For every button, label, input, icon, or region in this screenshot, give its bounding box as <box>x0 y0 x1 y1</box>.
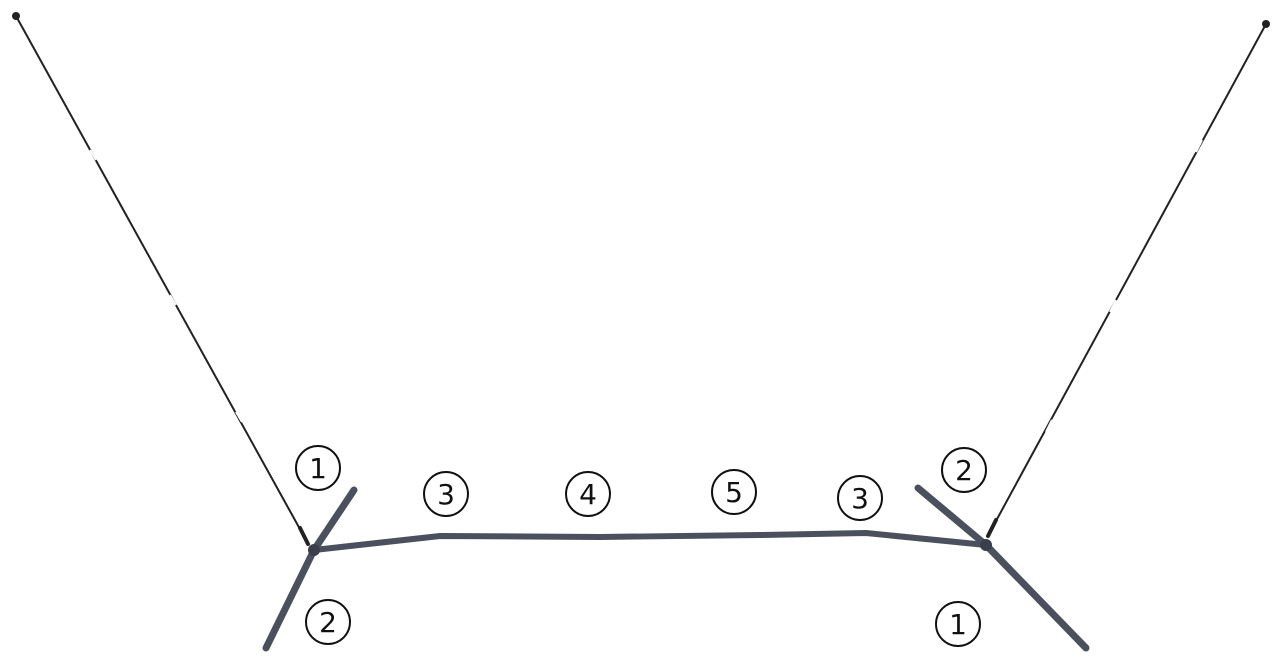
left-cross-rod <box>262 486 358 652</box>
label-center-far-right-text: 3 <box>851 482 869 515</box>
left-joint <box>308 544 320 556</box>
right-joint <box>980 539 992 551</box>
right-guy-string <box>986 20 1270 538</box>
label-bottom-right: 1 <box>935 601 981 647</box>
label-center-right: 5 <box>711 469 757 515</box>
label-center: 4 <box>565 471 611 517</box>
label-bottom-right-text: 1 <box>949 608 967 641</box>
label-top-left-text: 1 <box>309 452 327 485</box>
label-center-left: 3 <box>423 471 469 517</box>
label-center-right-text: 5 <box>725 476 743 509</box>
main-rod <box>311 530 989 553</box>
label-bottom-left: 2 <box>305 599 351 645</box>
label-center-left-text: 3 <box>437 478 455 511</box>
label-bottom-left-text: 2 <box>319 606 337 639</box>
label-top-right: 2 <box>941 447 987 493</box>
label-center-far-right: 3 <box>837 475 883 521</box>
label-top-left: 1 <box>295 445 341 491</box>
left-guy-string <box>12 12 310 546</box>
label-center-text: 4 <box>579 478 597 511</box>
right-cross-rod <box>914 484 1090 652</box>
label-top-right-text: 2 <box>955 454 973 487</box>
